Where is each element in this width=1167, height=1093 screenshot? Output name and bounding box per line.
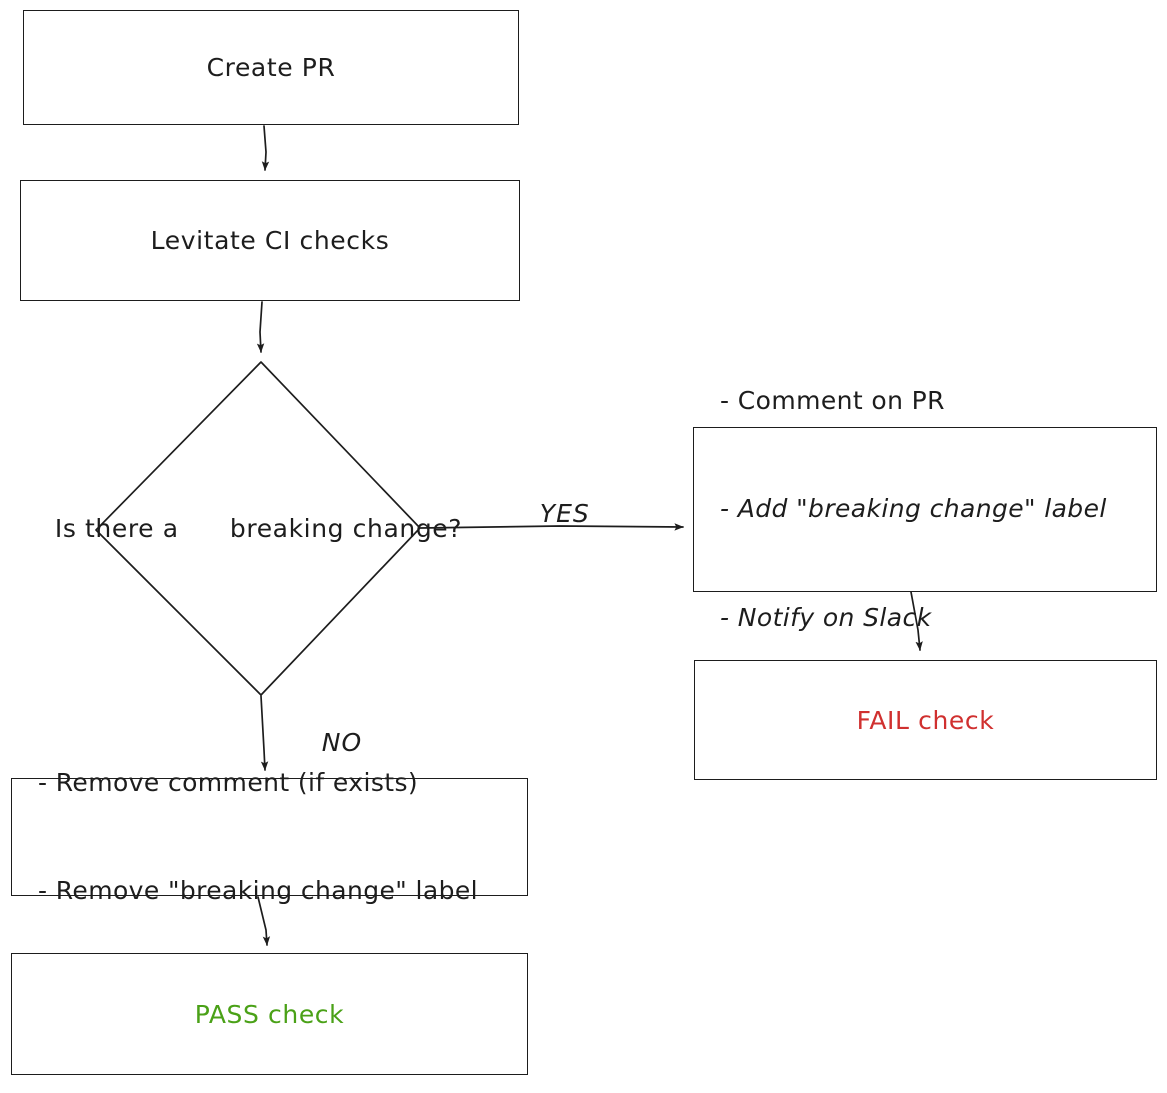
- edge-label-no-text: NO: [321, 728, 363, 757]
- node-no-actions[interactable]: - Remove comment (if exists) - Remove "b…: [11, 768, 528, 905]
- node-pass-check[interactable]: PASS check: [11, 953, 528, 1075]
- node-fail-check[interactable]: FAIL check: [694, 660, 1157, 780]
- node-fail-check-label: FAIL check: [856, 705, 995, 735]
- list-item: - Remove "breaking change" label: [38, 876, 478, 906]
- node-create-pr-label: Create PR: [206, 53, 336, 82]
- node-decision-label-line2: breaking change?: [229, 514, 463, 544]
- node-yes-actions-list: - Comment on PR - Add "breaking change" …: [694, 310, 1107, 709]
- node-ci-checks[interactable]: Levitate CI checks: [20, 180, 520, 301]
- node-create-pr[interactable]: Create PR: [23, 10, 519, 125]
- edge-label-yes-text: YES: [539, 499, 590, 528]
- node-decision-label: Is there a breaking change?: [55, 362, 462, 696]
- list-item: - Remove comment (if exists): [38, 767, 419, 797]
- node-no-actions-list: - Remove comment (if exists) - Remove "b…: [12, 692, 478, 982]
- edge-label-no: NO: [286, 699, 362, 786]
- node-decision-label-line1: Is there a: [54, 514, 179, 544]
- node-pass-check-label: PASS check: [194, 999, 345, 1029]
- node-decision[interactable]: Is there a breaking change?: [55, 362, 462, 696]
- list-item: - Notify on Slack: [720, 603, 932, 633]
- list-item: - Comment on PR: [720, 385, 945, 415]
- node-yes-actions[interactable]: - Comment on PR - Add "breaking change" …: [693, 386, 1157, 632]
- edge-create-pr-to-ci-checks: [261, 125, 270, 171]
- list-item: - Add "breaking change" label: [720, 494, 1107, 524]
- edge-ci-checks-to-decision: [256, 301, 265, 353]
- node-ci-checks-label: Levitate CI checks: [150, 226, 390, 255]
- edge-label-yes: YES: [504, 470, 590, 557]
